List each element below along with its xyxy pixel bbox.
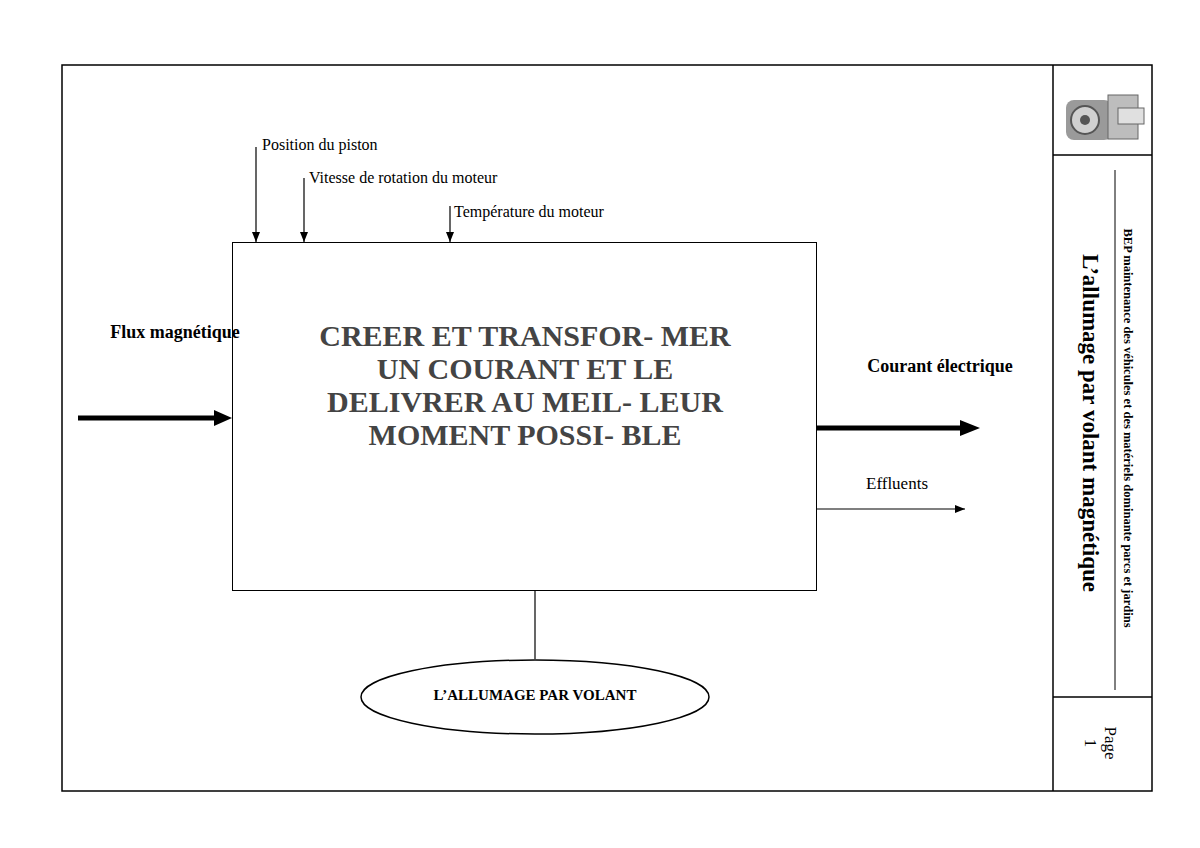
node-text: L’ALLUMAGE PAR VOLANT [360, 687, 710, 704]
outer-frame [62, 65, 1152, 791]
output-arrow [817, 426, 962, 431]
process-box: CREER ET TRANSFOR- MER UN COURANT ET LE … [232, 242, 817, 591]
output-arrow [817, 508, 965, 509]
title-strip-divider [1053, 154, 1152, 156]
control-arrow [303, 178, 304, 242]
flow-label: Vitesse de rotation du moteur [309, 169, 497, 187]
control-arrow [255, 147, 256, 242]
arrow-head [214, 410, 232, 426]
title-strip-border [1052, 65, 1054, 791]
sheet-title: L’allumage par volant magnétique [1077, 203, 1103, 643]
flywheel-icon [1066, 95, 1144, 140]
mechanism-ellipse: L’ALLUMAGE PAR VOLANT [360, 659, 710, 735]
flow-label: Température du moteur [454, 203, 604, 221]
title-strip-rule [1115, 170, 1116, 690]
mechanism-link [534, 591, 535, 659]
title-block-text: Page 1 [1080, 722, 1119, 764]
arrow-head [960, 420, 980, 436]
flow-label: Effluents [866, 474, 928, 494]
flow-label: Courant électrique [865, 356, 1015, 377]
flow-label: Position du piston [262, 136, 378, 154]
control-arrow [449, 206, 450, 242]
flow-label: Flux magnétique [100, 322, 250, 343]
title-block-text: BEP maintenance des véhicules et des mat… [1121, 163, 1135, 693]
node-text: CREER ET TRANSFOR- MER UN COURANT ET LE … [295, 319, 755, 451]
input-arrow [78, 416, 216, 421]
title-strip-divider [1053, 696, 1152, 698]
